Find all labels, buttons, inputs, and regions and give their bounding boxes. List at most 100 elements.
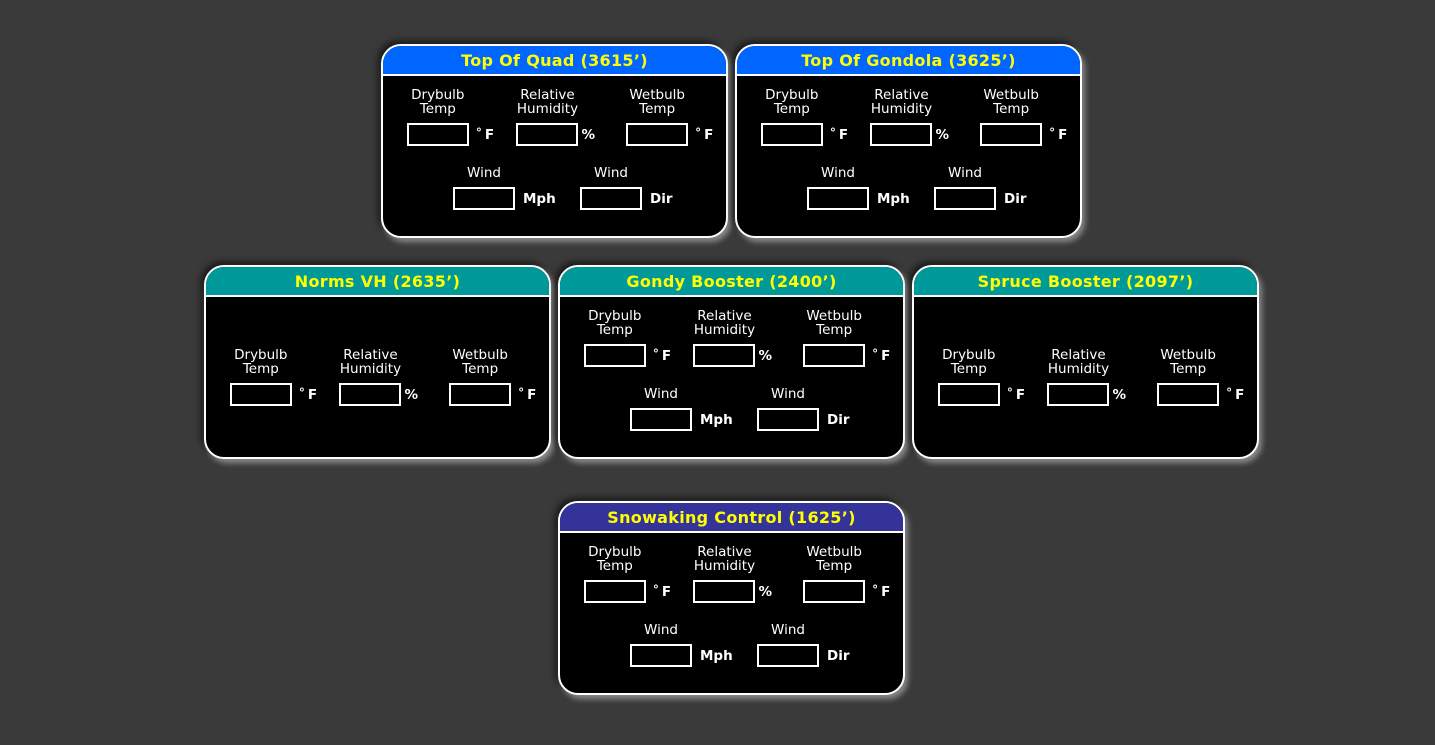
wind-direction-field: Wind Dir xyxy=(580,166,673,210)
wetbulb-input-row: °F xyxy=(449,383,536,406)
relative-humidity-input[interactable] xyxy=(693,344,756,367)
relative-humidity-input[interactable] xyxy=(1047,383,1110,406)
mph-unit-label: Mph xyxy=(877,190,910,207)
relative-humidity-input[interactable] xyxy=(870,123,933,146)
drybulb-temp-input[interactable] xyxy=(229,383,292,406)
station-title: Top Of Gondola (3625’) xyxy=(801,50,1016,70)
fahrenheit-unit-label: °F xyxy=(695,125,714,143)
humidity-input-row: % xyxy=(870,123,949,146)
wind-direction-input[interactable] xyxy=(580,187,642,210)
wetbulb-temp-input[interactable] xyxy=(803,344,866,367)
wind-speed-input-row: Mph xyxy=(807,187,910,210)
mph-unit-label: Mph xyxy=(523,190,556,207)
station-title: Snowaking Control (1625’) xyxy=(607,507,856,527)
drybulb-temp-input[interactable] xyxy=(937,383,1000,406)
wetbulb-temp-input[interactable] xyxy=(980,123,1043,146)
degree-symbol: ° xyxy=(872,582,879,597)
wind-direction-input[interactable] xyxy=(757,644,819,667)
mph-unit-label: Mph xyxy=(700,647,733,664)
drybulb-input-row: °F xyxy=(229,383,317,406)
wind-direction-field: Wind Dir xyxy=(757,386,850,431)
wetbulb-input-row: °F xyxy=(1157,383,1244,406)
wind-speed-label: Wind xyxy=(644,622,678,638)
wind-speed-input[interactable] xyxy=(453,187,515,210)
drybulb-temp-input[interactable] xyxy=(583,344,646,367)
fahrenheit-unit-label: °F xyxy=(518,385,537,403)
drybulb-input-row: °F xyxy=(406,123,494,146)
wind-speed-field: Wind Mph xyxy=(630,387,733,431)
wind-speed-field: Wind Mph xyxy=(453,166,556,210)
percent-unit-label: % xyxy=(581,126,596,143)
drybulb-input-row: °F xyxy=(583,344,671,367)
station-header: Gondy Booster (2400’) xyxy=(560,267,903,297)
wind-direction-input-row: Dir xyxy=(757,644,850,667)
wetbulb-temp-input[interactable] xyxy=(803,580,866,603)
fahrenheit-unit-label: °F xyxy=(652,582,672,600)
mph-unit-label: Mph xyxy=(700,411,733,428)
relative-humidity-input[interactable] xyxy=(516,123,579,146)
station-header: Snowaking Control (1625’) xyxy=(560,503,903,533)
wind-speed-input[interactable] xyxy=(630,644,692,667)
fahrenheit-unit-label: °F xyxy=(298,385,318,403)
dir-unit-label: Dir xyxy=(827,647,850,664)
wind-direction-input-row: Dir xyxy=(580,187,673,210)
wind-speed-input[interactable] xyxy=(630,408,692,431)
fahrenheit-unit-label: °F xyxy=(1049,125,1068,143)
wind-speed-input[interactable] xyxy=(807,187,869,210)
station-title: Norms VH (2635’) xyxy=(294,271,461,291)
fahrenheit-unit-label: °F xyxy=(652,346,672,364)
wind-direction-input-row: Dir xyxy=(934,187,1027,210)
wind-direction-label: Wind xyxy=(771,386,805,402)
degree-symbol: ° xyxy=(1049,125,1056,140)
degree-symbol: ° xyxy=(695,125,702,140)
wind-direction-input[interactable] xyxy=(757,408,819,431)
wind-direction-field: Wind Dir xyxy=(934,166,1027,210)
humidity-input-row: % xyxy=(1047,383,1126,406)
wind-speed-field: Wind Mph xyxy=(807,166,910,210)
station-header: Spruce Booster (2097’) xyxy=(914,267,1257,297)
station-header: Top Of Quad (3615’) xyxy=(383,46,726,76)
wetbulb-temp-input[interactable] xyxy=(1157,383,1220,406)
wetbulb-temp-input[interactable] xyxy=(626,123,689,146)
wind-speed-input-row: Mph xyxy=(453,187,556,210)
degree-symbol: ° xyxy=(1226,385,1233,400)
degree-symbol: ° xyxy=(652,346,659,361)
wind-direction-input[interactable] xyxy=(934,187,996,210)
humidity-input-row: % xyxy=(516,123,595,146)
drybulb-temp-input[interactable] xyxy=(583,580,646,603)
relative-humidity-input[interactable] xyxy=(693,580,756,603)
relative-humidity-input[interactable] xyxy=(339,383,402,406)
drybulb-temp-input[interactable] xyxy=(760,123,823,146)
station-title: Top Of Quad (3615’) xyxy=(461,50,648,70)
wetbulb-temp-input[interactable] xyxy=(449,383,512,406)
drybulb-temp-input[interactable] xyxy=(406,123,469,146)
dir-unit-label: Dir xyxy=(827,411,850,428)
station-title: Spruce Booster (2097’) xyxy=(977,271,1194,291)
